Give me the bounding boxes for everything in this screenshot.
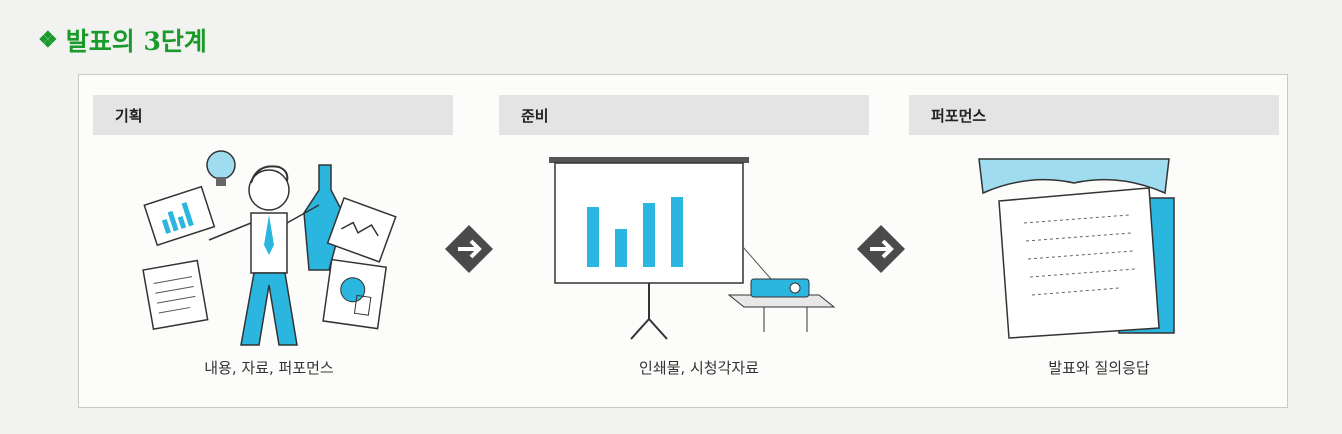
- document-stage-illustration: [978, 158, 1175, 339]
- stage-title: 기획: [115, 107, 143, 125]
- diamond-bullet-icon: ❖: [38, 27, 58, 53]
- stage-performance: 퍼포먼스 발표와 질의응답: [909, 75, 1289, 409]
- stage-title: 준비: [521, 107, 549, 125]
- bar-chart-icon: [587, 197, 683, 267]
- stage-preparation: 준비 인쇄물, 시청각자료: [499, 75, 899, 409]
- stage-planning: 기획: [79, 75, 459, 409]
- stage-title: 퍼포먼스: [931, 107, 987, 125]
- stage-caption: 내용, 자료, 퍼포먼스: [204, 359, 334, 377]
- stage-caption: 발표와 질의응답: [1048, 359, 1150, 377]
- stage-header: 퍼포먼스: [909, 95, 1279, 135]
- stage-header: 기획: [93, 95, 453, 135]
- arrow-right-icon: [445, 225, 493, 273]
- stages-panel: 기획: [78, 74, 1288, 408]
- lightbulb-icon: [206, 150, 236, 186]
- presentation-screen-illustration: [549, 157, 836, 340]
- projector-icon: [727, 278, 836, 332]
- section-title: 발표의 3단계: [65, 27, 207, 56]
- planning-illustration: [142, 150, 397, 346]
- arrow-right-icon: [857, 225, 905, 273]
- section-heading: ❖ 발표의 3단계: [38, 20, 207, 60]
- stage-header: 준비: [499, 95, 869, 135]
- stage-caption: 인쇄물, 시청각자료: [639, 359, 759, 377]
